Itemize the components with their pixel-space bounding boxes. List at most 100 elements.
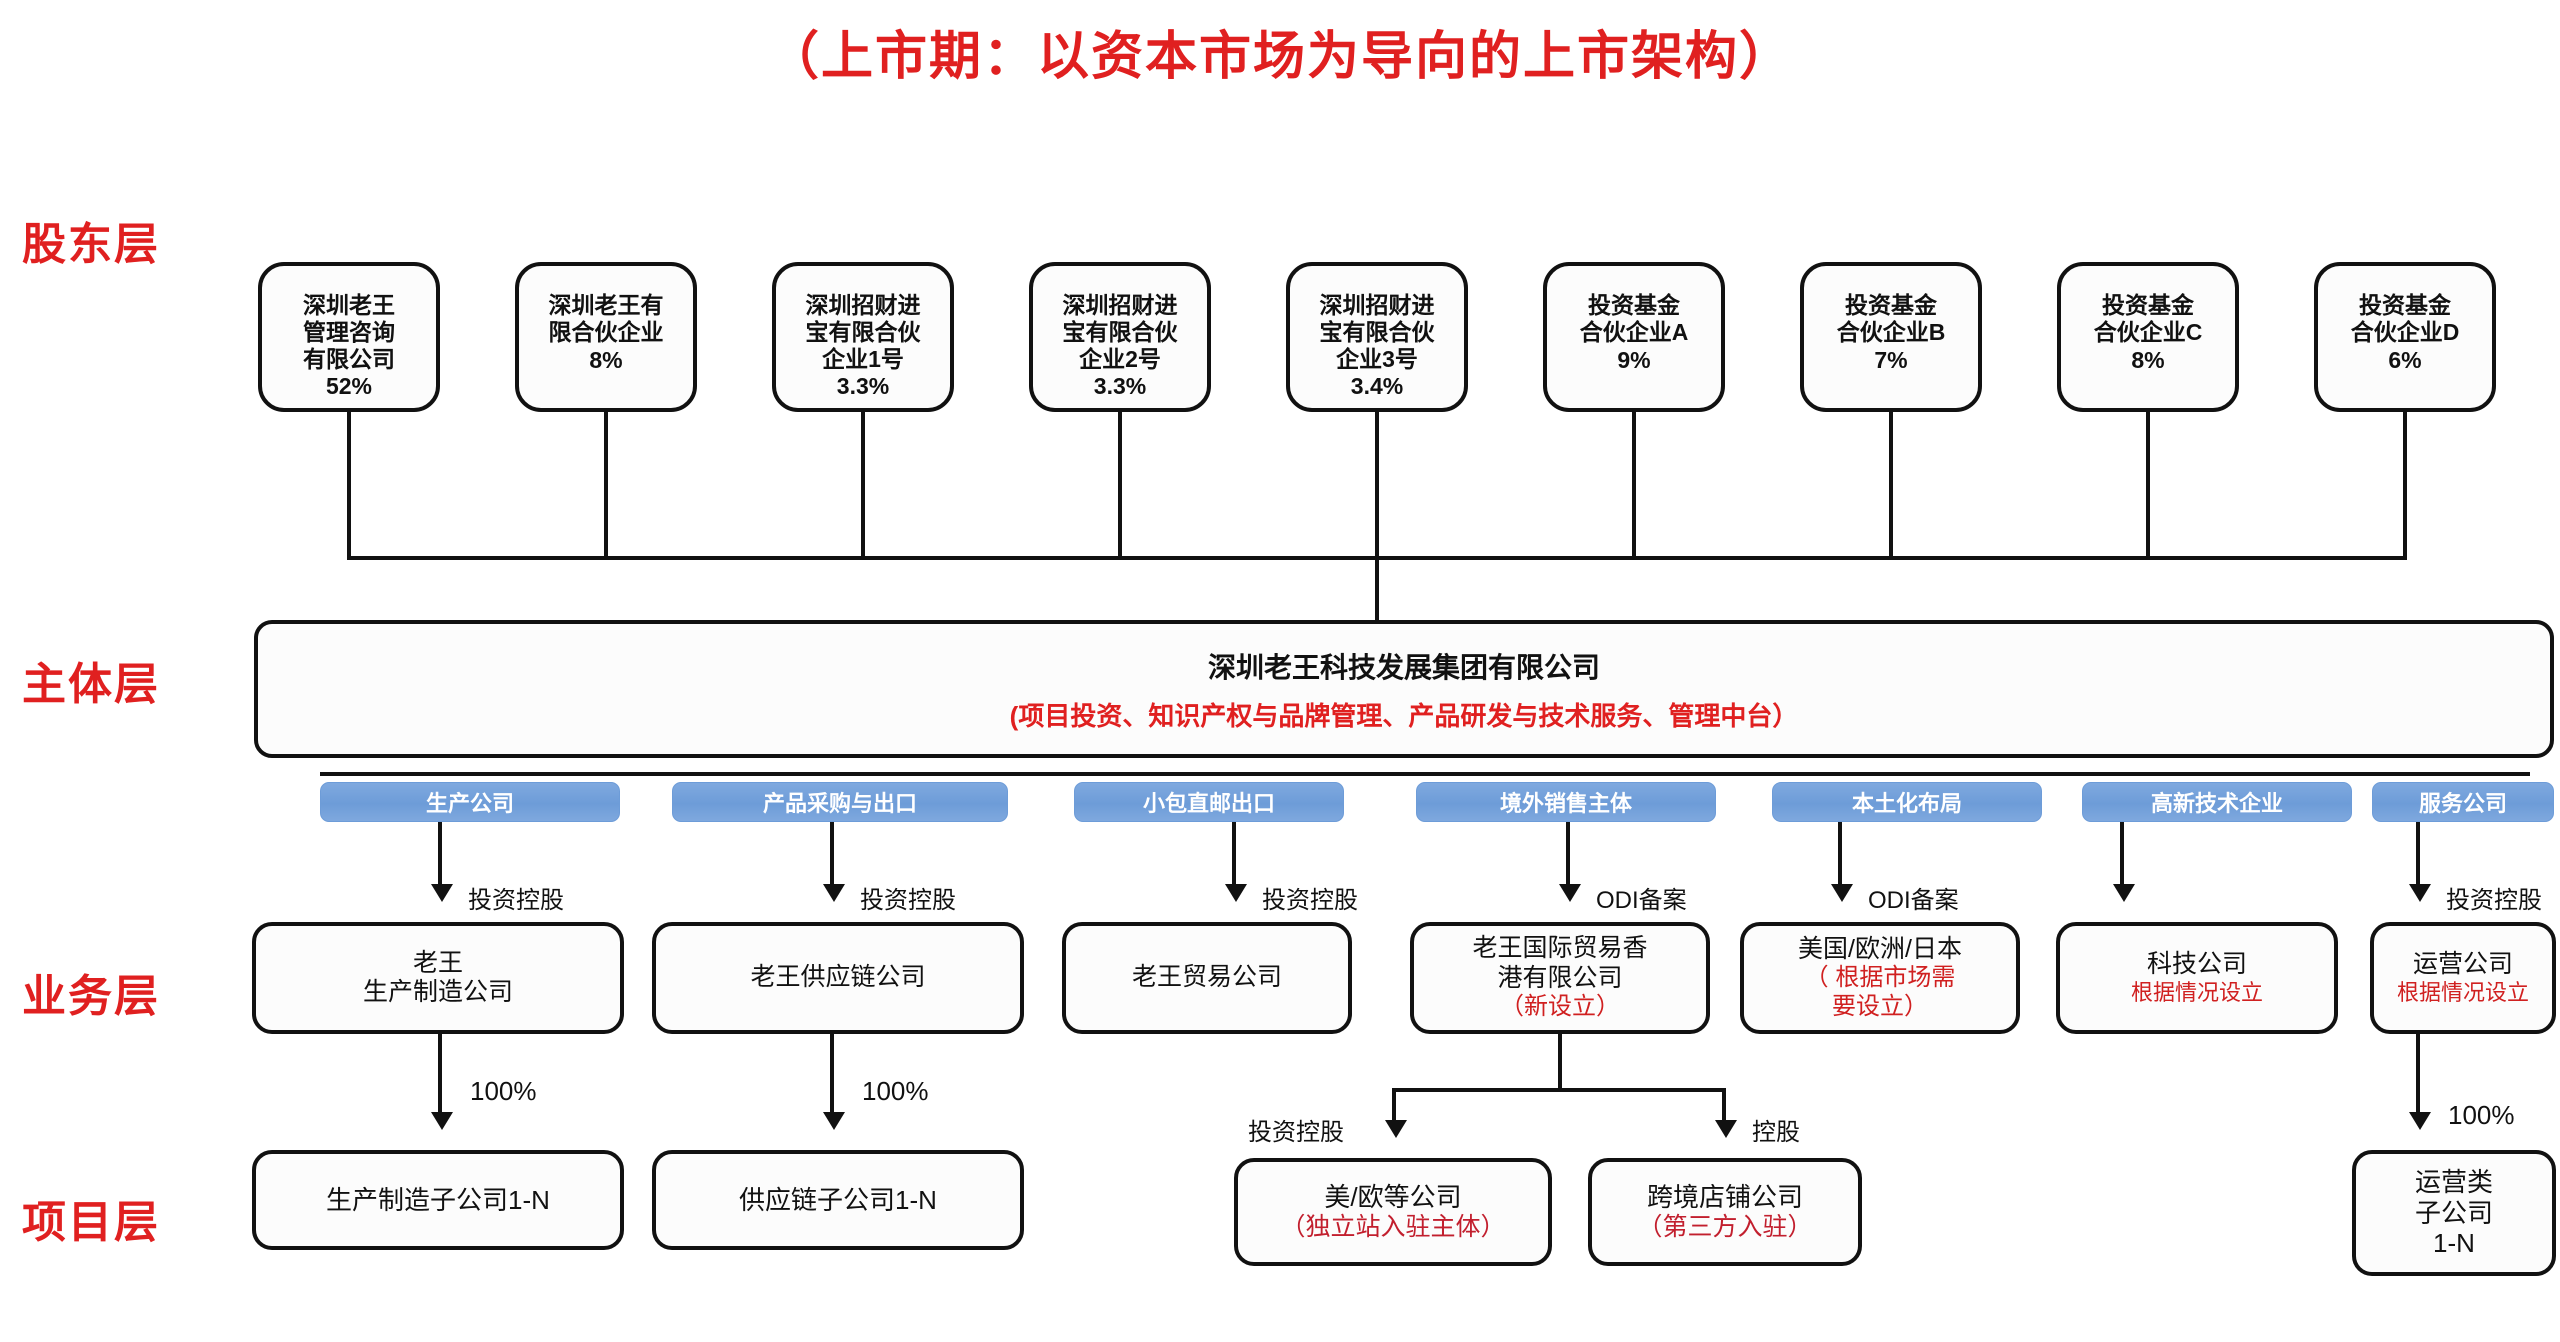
business-box-operations[interactable]: 运营公司 根据情况设立 (2370, 922, 2556, 1034)
connector-biz-7 (2416, 822, 2420, 886)
connector-shareholder-5 (1375, 412, 1379, 648)
entity-name: 深圳老王科技发展集团有限公司 (1207, 651, 1600, 683)
shareholder-box-3[interactable]: 深圳招财进宝有限合伙企业1号 3.3% (772, 262, 954, 412)
project-box-cross-border-store[interactable]: 跨境店铺公司 （第三方入驻） (1588, 1158, 1862, 1266)
arrow-biz-3 (1225, 884, 1247, 902)
ownership-label-2: 100% (862, 1076, 929, 1106)
business-name: 老王供应链公司 (750, 963, 926, 992)
tag-hi-tech-enterprise[interactable]: 高新技术企业 (2082, 782, 2352, 822)
connector-shareholder-4 (1118, 412, 1122, 558)
connector-biz-3 (1232, 822, 1236, 886)
project-name: 美/欧等公司 (1324, 1181, 1462, 1212)
page-title: （上市期：以资本市场为导向的上市架构） (766, 28, 1793, 86)
shareholder-name: 投资基金合伙企业B (1836, 292, 1946, 346)
relation-label-1: 投资控股 (468, 887, 564, 914)
arrow-biz-1 (431, 884, 453, 902)
layer-label-business: 业务层 (22, 972, 160, 1021)
project-box-manufacturing-subs[interactable]: 生产制造子公司1-N (252, 1150, 624, 1250)
shareholder-box-8[interactable]: 投资基金合伙企业C 8% (2057, 262, 2239, 412)
business-box-supply-chain[interactable]: 老王供应链公司 (652, 922, 1024, 1034)
shareholder-box-4[interactable]: 深圳招财进宝有限合伙企业2号 3.3% (1029, 262, 1211, 412)
tag-localization-layout[interactable]: 本土化布局 (1772, 782, 2042, 822)
connector-biz-1 (438, 822, 442, 886)
relation-label-4: ODI备案 (1596, 887, 1687, 914)
connector-hk-left (1392, 1088, 1396, 1122)
business-name: 老王国际贸易香港有限公司 (1472, 934, 1648, 992)
ownership-label-3: 100% (2448, 1100, 2515, 1130)
layer-label-project: 项目层 (22, 1198, 160, 1247)
connector-biz-4 (1566, 822, 1570, 886)
shareholder-name: 深圳老王管理咨询有限公司 (303, 292, 395, 373)
connector-proj-1 (438, 1034, 442, 1114)
business-note: 根据情况设立 (2130, 979, 2263, 1005)
shareholder-box-9[interactable]: 投资基金合伙企业D 6% (2314, 262, 2496, 412)
connector-shareholder-8 (2146, 412, 2150, 558)
sub-relation-label-1: 投资控股 (1248, 1119, 1344, 1146)
connector-biz-6 (2120, 822, 2124, 886)
arrow-proj-3 (1385, 1120, 1407, 1138)
shareholder-box-2[interactable]: 深圳老王有限合伙企业 8% (515, 262, 697, 412)
business-note: （ 根据市场需要设立） (1804, 964, 1956, 1020)
shareholder-name: 投资基金合伙企业D (2350, 292, 2460, 346)
relation-label-3: 投资控股 (1262, 887, 1358, 914)
shareholder-box-7[interactable]: 投资基金合伙企业B 7% (1800, 262, 1982, 412)
shareholder-box-6[interactable]: 投资基金合伙企业A 9% (1543, 262, 1725, 412)
arrow-proj-5 (2409, 1112, 2431, 1130)
connector-hk-stem (1558, 1034, 1562, 1088)
shareholder-name: 深圳招财进宝有限合伙企业1号 (805, 292, 921, 373)
shareholder-percent: 3.3% (836, 373, 890, 400)
entity-scope: (项目投资、知识产权与品牌管理、产品研发与技术服务、管理中台） (1009, 700, 1799, 731)
arrow-proj-4 (1715, 1120, 1737, 1138)
connector-proj-5 (2416, 1034, 2420, 1114)
connector-entity-bus (320, 772, 2530, 776)
business-box-manufacturing[interactable]: 老王生产制造公司 (252, 922, 624, 1034)
project-name: 生产制造子公司1-N (326, 1184, 550, 1215)
business-box-us-eu-jp[interactable]: 美国/欧洲/日本 （ 根据市场需要设立） (1740, 922, 2020, 1034)
project-note: （独立站入驻主体） (1280, 1212, 1506, 1241)
shareholder-percent: 9% (1617, 346, 1651, 373)
shareholder-box-5[interactable]: 深圳招财进宝有限合伙企业3号 3.4% (1286, 262, 1468, 412)
arrow-biz-7 (2409, 884, 2431, 902)
connector-hk-bus (1392, 1088, 1726, 1092)
tag-production-company[interactable]: 生产公司 (320, 782, 620, 822)
connector-shareholder-9 (2403, 412, 2407, 558)
tag-procurement-export[interactable]: 产品采购与出口 (672, 782, 1008, 822)
project-box-supply-chain-subs[interactable]: 供应链子公司1-N (652, 1150, 1024, 1250)
connector-shareholder-7 (1889, 412, 1893, 558)
entity-box[interactable]: 深圳老王科技发展集团有限公司 (项目投资、知识产权与品牌管理、产品研发与技术服务… (254, 620, 2554, 758)
shareholder-percent: 6% (2388, 346, 2422, 373)
connector-shareholder-2 (604, 412, 608, 558)
business-box-technology[interactable]: 科技公司 根据情况设立 (2056, 922, 2338, 1034)
ownership-label-1: 100% (470, 1076, 537, 1106)
project-name: 供应链子公司1-N (739, 1184, 937, 1215)
arrow-biz-5 (1831, 884, 1853, 902)
business-name: 运营公司 (2412, 950, 2513, 979)
shareholder-box-1[interactable]: 深圳老王管理咨询有限公司 52% (258, 262, 440, 412)
tag-overseas-sales-entity[interactable]: 境外销售主体 (1416, 782, 1716, 822)
connector-biz-2 (830, 822, 834, 886)
shareholder-name: 深圳招财进宝有限合伙企业3号 (1319, 292, 1435, 373)
tag-parcel-direct-mail[interactable]: 小包直邮出口 (1074, 782, 1344, 822)
shareholder-percent: 52% (325, 373, 373, 400)
relation-label-2: 投资控股 (860, 887, 956, 914)
tag-service-company[interactable]: 服务公司 (2372, 782, 2554, 822)
layer-label-shareholder: 股东层 (22, 220, 160, 269)
relation-label-6: 投资控股 (2446, 887, 2542, 914)
shareholder-percent: 7% (1874, 346, 1908, 373)
business-box-trading[interactable]: 老王贸易公司 (1062, 922, 1352, 1034)
arrow-biz-2 (823, 884, 845, 902)
shareholder-percent: 3.3% (1093, 373, 1147, 400)
business-box-hk-international-trade[interactable]: 老王国际贸易香港有限公司 （新设立） (1410, 922, 1710, 1034)
shareholder-name: 投资基金合伙企业A (1579, 292, 1689, 346)
shareholder-name: 深圳老王有限合伙企业 (548, 292, 664, 346)
connector-shareholder-1 (347, 412, 351, 558)
arrow-proj-2 (823, 1112, 845, 1130)
project-box-us-eu-company[interactable]: 美/欧等公司 （独立站入驻主体） (1234, 1158, 1552, 1266)
shareholder-percent: 8% (589, 346, 623, 373)
business-name: 老王贸易公司 (1131, 963, 1282, 992)
shareholder-name: 深圳招财进宝有限合伙企业2号 (1062, 292, 1178, 373)
arrow-biz-6 (2113, 884, 2135, 902)
business-note: （新设立） (1500, 993, 1620, 1021)
